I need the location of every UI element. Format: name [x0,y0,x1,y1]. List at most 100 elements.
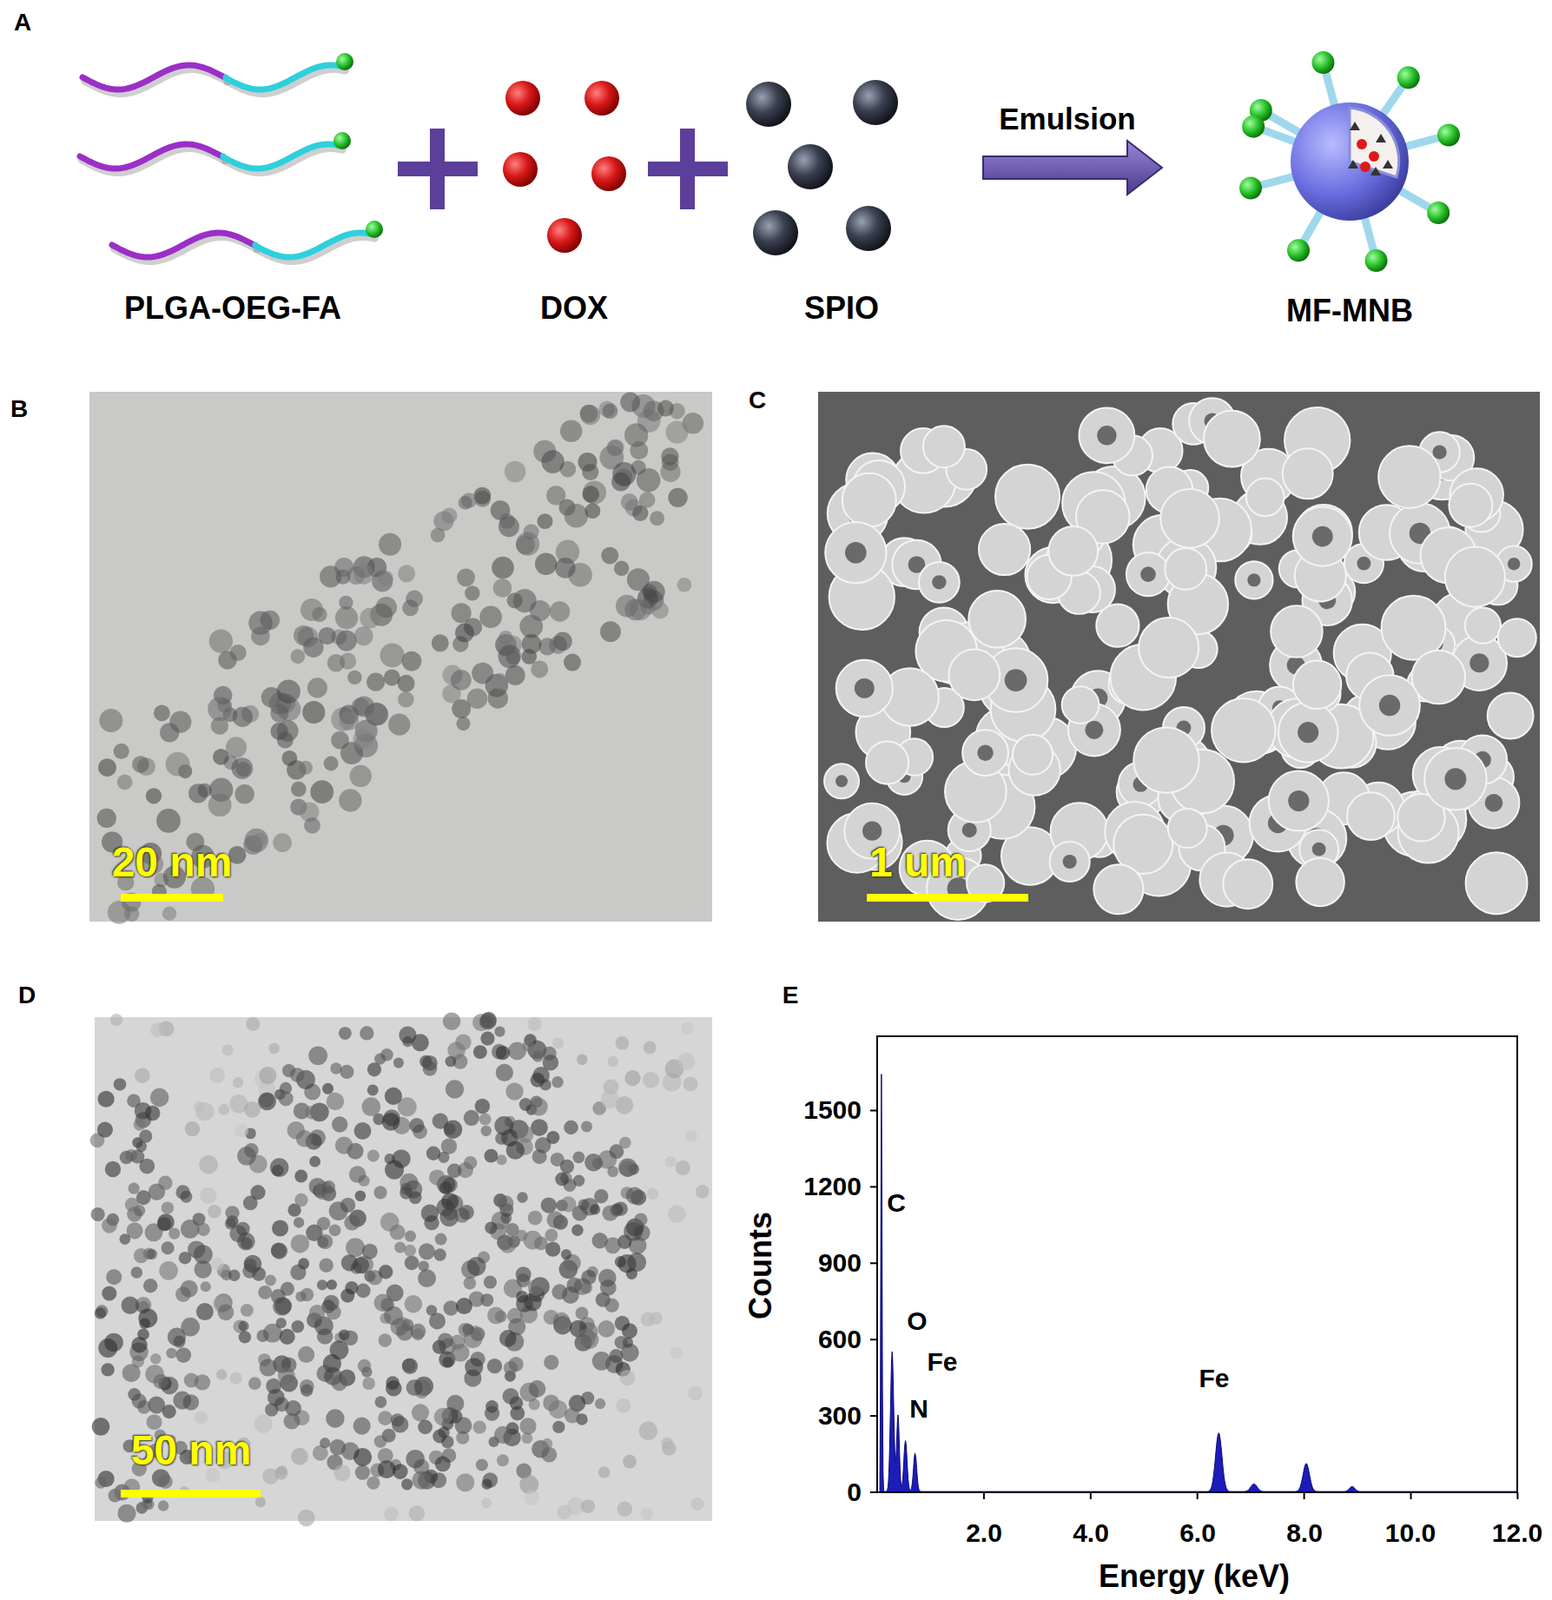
nanocrystal [209,629,233,654]
magnetic-nanoparticle [499,1329,517,1348]
nanocrystal [230,644,247,661]
magnetic-nanoparticle [515,1125,534,1143]
magnetic-nanoparticle [343,1329,358,1345]
magnetic-nanoparticle [411,1403,430,1421]
magnetic-nanoparticle [404,1230,417,1242]
magnetic-nanoparticle [105,1161,121,1177]
magnetic-nanoparticle [406,1379,423,1396]
magnetic-nanoparticle [484,1221,497,1234]
magnetic-nanoparticle [412,1471,431,1490]
tick-label: 600 [818,1326,862,1353]
magnetic-nanoparticle [270,1157,290,1177]
nanocrystal [402,651,423,672]
nanocrystal [499,513,516,529]
magnetic-nanoparticle [290,1447,309,1466]
magnetic-nanoparticle [680,1022,694,1036]
magnetic-nanoparticle [519,1417,536,1434]
nanocrystal [335,606,358,629]
magnetic-nanoparticle [502,1387,520,1405]
spio-particle [852,79,899,126]
magnetic-nanoparticle [375,1395,388,1408]
nanobubble [1012,734,1053,775]
magnetic-nanoparticle [271,1164,284,1176]
axis-title: Counts [745,1211,777,1320]
nanocrystal [310,779,334,804]
hollow-center [1140,566,1156,582]
magnetic-nanoparticle [626,1187,644,1205]
nanocrystal [538,637,556,655]
nanocrystal [537,513,554,529]
hollow-center [1287,790,1309,812]
magnetic-nanoparticle [528,1210,543,1226]
panel-letter: A [13,10,32,35]
oeg-chain [255,232,372,258]
oeg-chain [225,65,343,90]
nanocrystal [162,906,177,921]
magnetic-nanoparticle [362,1243,378,1260]
hollow-center [862,820,882,840]
nanocrystal [156,808,181,833]
nanocrystal [99,708,123,733]
magnetic-nanoparticle [506,1141,525,1160]
magnetic-nanoparticle [546,1210,564,1229]
magnetic-nanoparticle [463,1276,477,1290]
tick [870,1185,878,1188]
magnetic-nanoparticle [487,1358,502,1374]
magnetic-nanoparticle [409,1117,424,1133]
nanobubble [918,561,960,603]
tick-label: 0 [846,1479,862,1506]
magnetic-nanoparticle [541,1438,554,1450]
magnetic-nanoparticle [572,1150,585,1163]
folate-group [333,132,351,150]
magnetic-nanoparticle [356,1283,371,1299]
magnetic-nanoparticle [297,1509,316,1527]
magnetic-nanoparticle [366,1476,380,1490]
nanocrystal [584,502,601,519]
product-label: MF-MNB [1286,295,1414,327]
magnetic-nanoparticle [317,1279,328,1290]
nanobubble [1293,660,1341,709]
panel-letter: B [10,396,28,422]
nanocrystal [491,556,515,580]
tick-label: 300 [818,1402,862,1429]
nanobubble [1203,410,1261,468]
nanocrystal [207,696,232,721]
tick [870,1338,878,1341]
nanocrystal [388,713,410,736]
magnetic-nanoparticle [367,1149,380,1163]
nanobubble [1168,808,1208,848]
nanocrystal [97,808,117,828]
magnetic-nanoparticle [505,1082,523,1100]
magnetic-nanoparticle [649,1311,663,1325]
component-label: SPIO [804,292,879,324]
magnetic-nanoparticle [563,1120,579,1136]
magnetic-nanoparticle [272,1297,291,1316]
magnetic-nanoparticle [687,1385,703,1401]
magnetic-nanoparticle [254,1414,273,1434]
dox-molecule [1356,138,1368,150]
magnetic-nanoparticle [442,1356,454,1368]
magnetic-nanoparticle [353,1416,371,1434]
magnetic-nanoparticle [441,1138,457,1155]
magnetic-nanoparticle [604,1236,621,1254]
peg-linker [1383,83,1405,113]
magnetic-nanoparticle [528,1380,547,1398]
nanocrystal [464,585,480,601]
magnetic-nanoparticle [237,1320,249,1332]
spio-particle [845,205,892,251]
magnetic-nanoparticle [445,1079,464,1098]
nanocrystal [225,736,247,758]
hollow-center [931,574,946,589]
nanobubble [842,473,897,528]
peg-linker [1257,177,1294,187]
magnetic-nanoparticle [158,1499,169,1511]
process-label: Emulsion [998,103,1136,134]
magnetic-nanoparticle [380,1212,400,1232]
nanocrystal [323,756,339,772]
nanocrystal [629,441,648,460]
magnetic-nanoparticle [377,1410,393,1426]
nanobubble [1445,547,1506,608]
scale-label: 50 nm [131,1429,252,1472]
magnetic-nanoparticle [355,1464,370,1480]
magnetic-nanoparticle [528,1279,545,1296]
